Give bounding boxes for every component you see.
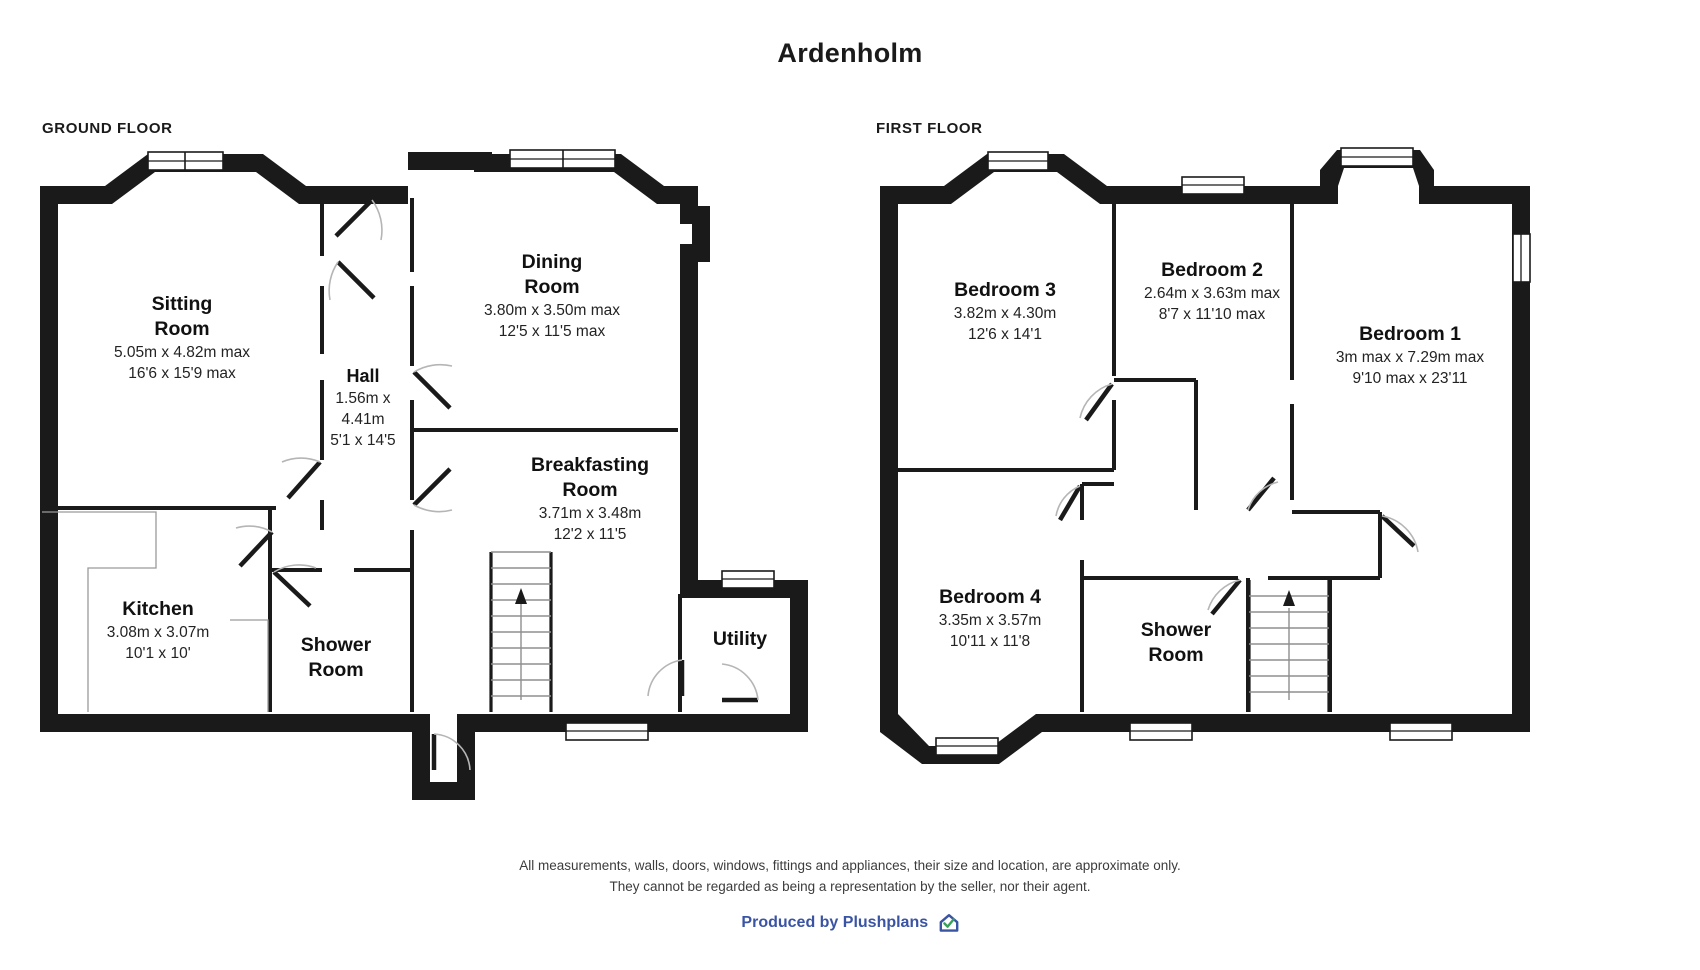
door	[431, 733, 471, 771]
room-name: Bedroom 3	[954, 279, 1056, 301]
floor-label-ground: GROUND FLOOR	[42, 120, 173, 137]
door	[412, 467, 453, 513]
room-kitchen: Kitchen 3.08m x 3.07m 10'1 x 10'	[60, 597, 256, 664]
room-hall: Hall 1.56m x 4.41m 5'1 x 14'5	[304, 365, 422, 451]
room-dimensions-imperial: 16'6 x 15'9 max	[128, 365, 236, 382]
room-name: Shower Room	[300, 634, 372, 681]
room-dimensions-imperial: 10'1 x 10'	[125, 645, 191, 662]
room-dimensions-metric: 3.71m x 3.48m	[538, 505, 642, 522]
disclaimer-line-2: They cannot be regarded as being a repre…	[609, 879, 1091, 894]
door	[235, 525, 274, 568]
door	[647, 659, 685, 697]
room-name: Kitchen	[122, 598, 194, 620]
room-dimensions-imperial: 5'1 x 14'5	[330, 432, 396, 449]
room-dimensions-metric: 3.35m x 3.57m	[938, 612, 1042, 629]
room-name: Sitting Room	[151, 293, 213, 340]
window	[565, 722, 649, 741]
staircase	[1247, 580, 1331, 712]
door	[1079, 382, 1114, 422]
door	[1207, 578, 1242, 616]
room-shower-room-ground: Shower Room	[266, 633, 406, 683]
room-dimensions-imperial: 12'5 x 11'5 max	[498, 323, 606, 340]
room-sitting-room: Sitting Room 5.05m x 4.82m max 16'6 x 15…	[82, 292, 282, 384]
room-name: Utility	[712, 628, 768, 650]
window	[1512, 233, 1531, 283]
room-bedroom-3: Bedroom 3 3.82m x 4.30m 12'6 x 14'1	[905, 278, 1105, 345]
room-name: Bedroom 2	[1161, 259, 1263, 281]
room-shower-room-first: Shower Room	[1106, 618, 1246, 668]
window	[1181, 176, 1245, 195]
window	[1340, 147, 1414, 167]
window	[935, 737, 999, 756]
room-name: Dining Room	[521, 251, 583, 298]
room-name: Breakfasting Room	[530, 454, 650, 501]
door	[721, 663, 759, 703]
window	[987, 151, 1049, 171]
room-name: Bedroom 1	[1359, 323, 1461, 345]
window	[1129, 722, 1193, 741]
room-bedroom-4: Bedroom 4 3.35m x 3.57m 10'11 x 11'8	[890, 585, 1090, 652]
ground-floor-drawing	[40, 149, 808, 800]
window	[147, 151, 224, 171]
room-dimensions-metric: 1.56m x 4.41m	[335, 390, 391, 428]
window	[721, 570, 775, 589]
room-breakfasting-room: Breakfasting Room 3.71m x 3.48m 12'2 x 1…	[490, 453, 690, 545]
staircase	[489, 551, 553, 712]
door	[412, 363, 453, 410]
producer-label: Produced by Plushplans	[741, 914, 929, 931]
door	[1380, 514, 1419, 553]
room-name: Hall	[346, 366, 380, 386]
floor-label-first: FIRST FLOOR	[876, 120, 983, 137]
producer-credit: Produced by Plushplans	[0, 913, 1700, 933]
room-name: Bedroom 4	[939, 586, 1041, 608]
door	[281, 457, 322, 500]
room-dimensions-imperial: 12'6 x 14'1	[967, 326, 1042, 343]
room-dimensions-imperial: 10'11 x 11'8	[949, 633, 1031, 650]
room-dimensions-metric: 3.80m x 3.50m max	[483, 302, 621, 319]
room-dimensions-imperial: 12'2 x 11'5	[553, 526, 627, 543]
room-dimensions-metric: 2.64m x 3.63m max	[1143, 285, 1281, 302]
room-dimensions-metric: 5.05m x 4.82m max	[113, 344, 251, 361]
room-dimensions-metric: 3m max x 7.29m max	[1335, 349, 1485, 366]
room-bedroom-1: Bedroom 1 3m max x 7.29m max 9'10 max x …	[1306, 322, 1514, 389]
room-dimensions-metric: 3.08m x 3.07m	[106, 624, 210, 641]
room-bedroom-2: Bedroom 2 2.64m x 3.63m max 8'7 x 11'10 …	[1112, 258, 1312, 325]
page-title: Ardenholm	[777, 38, 923, 68]
disclaimer: All measurements, walls, doors, windows,…	[0, 855, 1700, 897]
door	[328, 260, 376, 301]
room-utility: Utility	[676, 627, 804, 652]
room-dimensions-imperial: 9'10 max x 23'11	[1352, 370, 1468, 387]
door	[1055, 484, 1082, 522]
first-floor-drawing	[880, 147, 1531, 764]
room-dimensions-metric: 3.82m x 4.30m	[953, 305, 1057, 322]
door	[1246, 476, 1279, 512]
disclaimer-line-1: All measurements, walls, doors, windows,…	[519, 858, 1181, 873]
house-check-icon	[939, 914, 958, 932]
door	[334, 198, 383, 241]
window	[1389, 722, 1453, 741]
window	[509, 149, 616, 169]
room-dimensions-imperial: 8'7 x 11'10 max	[1158, 306, 1266, 323]
room-name: Shower Room	[1140, 619, 1212, 666]
door	[272, 564, 317, 608]
room-dining-room: Dining Room 3.80m x 3.50m max 12'5 x 11'…	[452, 250, 652, 342]
